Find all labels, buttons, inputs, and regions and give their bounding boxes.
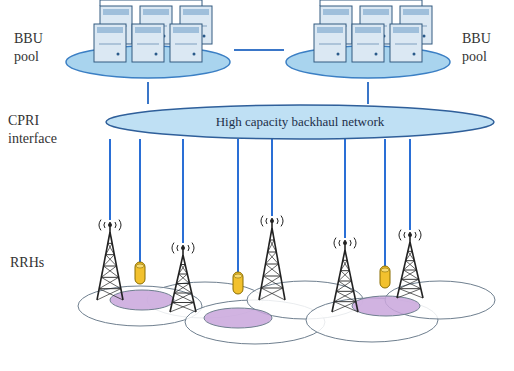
- rack-top: [100, 0, 202, 6]
- bbu-pool: BBU pool: [14, 0, 234, 82]
- interface-label: CPRI interface: [8, 112, 70, 147]
- pool-label: BBU pool: [14, 30, 54, 65]
- small-cell: [380, 266, 390, 288]
- coverage-cell: [78, 286, 202, 326]
- small-cell: [135, 262, 145, 284]
- server: [94, 24, 126, 62]
- cpri-link: [271, 139, 273, 216]
- cpri-link: [384, 139, 386, 266]
- rrh-label: RRHs: [10, 254, 60, 272]
- server: [132, 24, 164, 62]
- cpri-link: [109, 139, 111, 220]
- connector: [234, 49, 284, 51]
- connector: [367, 82, 369, 104]
- connector: [147, 82, 149, 104]
- server: [314, 24, 346, 62]
- rrh-tower: [397, 230, 423, 298]
- server: [390, 24, 422, 62]
- cpri-link: [409, 139, 411, 230]
- cpri-link: [182, 139, 184, 243]
- network-ellipse: [106, 105, 494, 139]
- rrh-tower: [332, 238, 358, 312]
- pool-label: BBU pool: [462, 30, 502, 65]
- rrh-tower: [170, 243, 196, 312]
- cpri-link: [344, 139, 346, 238]
- cpri-link: [237, 139, 239, 272]
- server: [170, 24, 202, 62]
- pool-shape: [14, 0, 234, 82]
- coverage-cell: [204, 308, 272, 328]
- cpri-link: [139, 139, 141, 262]
- coverage-cell: [352, 296, 420, 316]
- server: [352, 24, 384, 62]
- bbu-pool: BBU pool: [284, 0, 510, 82]
- rrh-tower: [97, 220, 123, 300]
- network-label: High capacity backhaul network: [216, 114, 385, 130]
- rrh-tower: [259, 216, 285, 300]
- rack-top: [320, 0, 422, 6]
- backhaul-network: High capacity backhaul network: [105, 104, 495, 140]
- small-cell: [233, 272, 243, 294]
- coverage-cell: [110, 290, 174, 310]
